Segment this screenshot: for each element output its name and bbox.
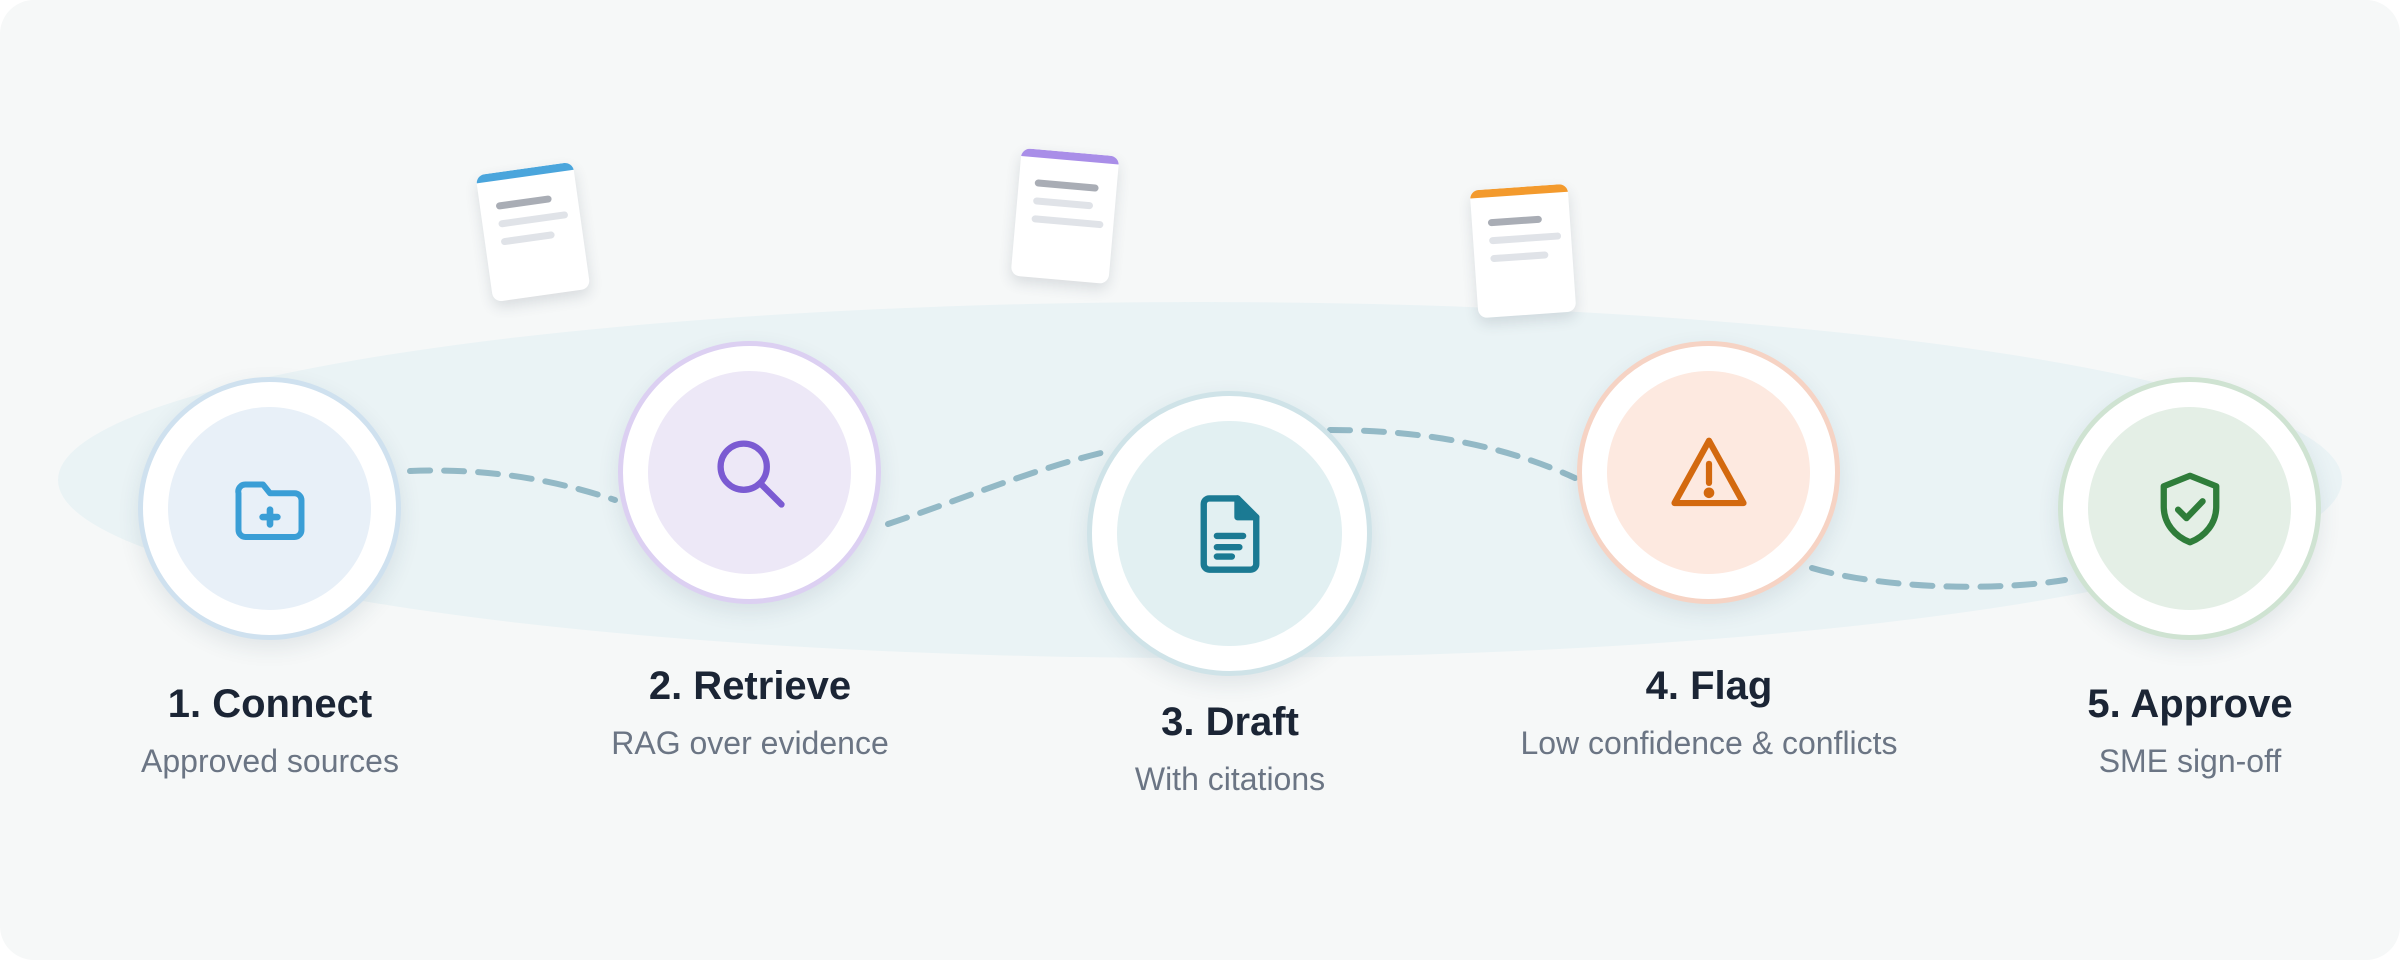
step-5-icon-circle <box>2088 407 2291 610</box>
connector-path-3-4 <box>1327 427 1578 481</box>
step-4-title: 4. Flag <box>1645 664 1773 708</box>
step-1-subtitle: Approved sources <box>141 743 399 779</box>
step-2-icon-circle <box>648 371 851 574</box>
step-2-subtitle: RAG over evidence <box>611 725 889 761</box>
step-5-node <box>2058 377 2321 640</box>
connector-path-2-3 <box>885 449 1108 527</box>
step-2-node <box>618 341 881 604</box>
step-5-subtitle: SME sign-off <box>2098 743 2282 779</box>
document-icon <box>1200 494 1259 573</box>
shield-check-icon <box>2160 472 2219 545</box>
step-5-title: 5. Approve <box>2087 682 2293 726</box>
magnifier-icon <box>716 439 785 508</box>
step-2-title: 2. Retrieve <box>648 664 852 708</box>
connector-path-1-2 <box>407 467 618 503</box>
step-1-title: 1. Connect <box>167 682 373 726</box>
step-1-icon-circle <box>168 407 371 610</box>
warning-triangle-icon <box>1670 437 1747 506</box>
step-1-node <box>138 377 401 640</box>
folder-plus-icon <box>234 481 304 540</box>
connector-path-4-5 <box>1809 565 2068 590</box>
document-card-3 <box>1469 183 1577 319</box>
document-card-1 <box>475 161 591 303</box>
step-3-icon-circle <box>1117 421 1342 646</box>
step-4-node <box>1577 341 1840 604</box>
step-3-node <box>1087 391 1372 676</box>
step-3-title: 3. Draft <box>1161 700 1299 744</box>
step-4-subtitle: Low confidence & conflicts <box>1520 725 1898 761</box>
step-4-icon-circle <box>1607 371 1810 574</box>
document-card-2 <box>1010 147 1120 285</box>
step-3-subtitle: With citations <box>1134 761 1326 797</box>
